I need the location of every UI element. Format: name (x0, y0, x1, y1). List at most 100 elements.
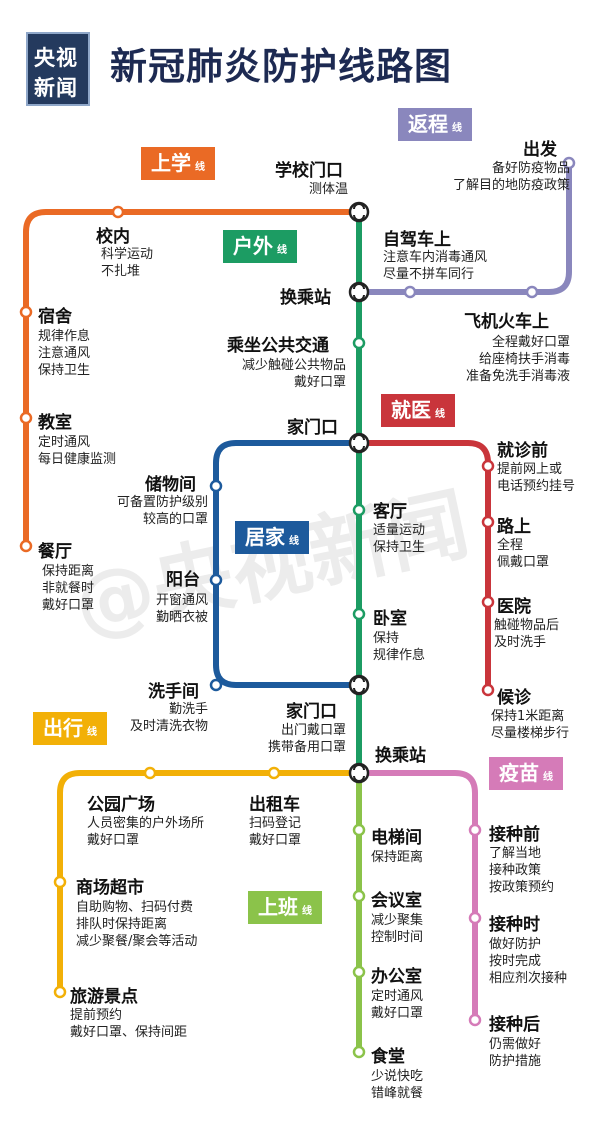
station-campus-desc-1: 不扎堆 (101, 264, 141, 279)
station-vac-during-desc-2: 相应剂次接种 (489, 971, 568, 986)
station-transfer2: 换乘站 (375, 746, 426, 766)
station-balcony-desc-1: 勤晒衣被 (155, 610, 208, 625)
badge-outdoor-label: 户外 (233, 234, 273, 258)
station-cafeteria-desc-1: 错峰就餐 (371, 1086, 424, 1101)
station-office-desc-1: 戴好口罩 (371, 1006, 424, 1021)
station-plane-train-desc-2: 准备免洗手消毒液 (465, 369, 570, 384)
station-mall-desc-0: 自助购物、扫码付费 (76, 900, 194, 915)
station-park-desc-0: 人员密集的户外场所 (87, 816, 205, 831)
station-depart: 出发 (523, 140, 557, 160)
badge-home-label: 居家 (245, 525, 285, 549)
station-vac-after: 接种后 (489, 1015, 540, 1035)
station-campus: 校内 (96, 227, 130, 247)
station-scenic-desc-1: 戴好口罩、保持间距 (70, 1025, 188, 1040)
station-canteen-desc-0: 保持距离 (42, 564, 95, 579)
station-vac-during-desc-1: 按时完成 (489, 954, 542, 969)
station-hospital-desc-0: 触碰物品后 (494, 618, 560, 633)
station-bedroom-desc-1: 规律作息 (373, 648, 426, 663)
station-scenic: 旅游景点 (70, 987, 138, 1007)
badge-vaccine-label: 疫苗 (499, 761, 539, 785)
station-bathroom-desc-1: 及时清洗衣物 (129, 719, 208, 734)
station-storage-desc-1: 较高的口罩 (142, 512, 208, 527)
station-vac-before: 接种前 (489, 825, 540, 845)
station-dot-vac-before (468, 823, 482, 837)
station-hospital-desc-1: 及时洗手 (494, 635, 547, 650)
station-transit-desc-0: 减少触碰公共物品 (241, 358, 346, 373)
station-taxi: 出租车 (249, 795, 300, 815)
station-dot-office (352, 965, 366, 979)
station-living: 客厅 (373, 502, 407, 522)
station-campus-desc-0: 科学运动 (101, 247, 154, 262)
badge-vaccine-line: 疫苗线 (489, 757, 563, 790)
station-elevator-desc-0: 保持距离 (371, 850, 424, 865)
station-mall-desc-1: 排队时保持距离 (76, 917, 168, 932)
station-dot-dorm (19, 305, 33, 319)
station-transfer1: 换乘站 (280, 288, 331, 308)
station-dot-plane (525, 285, 539, 299)
station-on-road: 路上 (497, 517, 531, 537)
station-mall: 商场超市 (76, 878, 144, 898)
station-dot-campus (111, 205, 125, 219)
station-vac-before-desc-2: 按政策预约 (489, 880, 555, 895)
station-home-door2-desc-0: 出门戴口罩 (280, 723, 346, 738)
station-home-door2-desc-1: 携带备用口罩 (267, 740, 346, 755)
logo-line2: 新闻 (34, 76, 78, 100)
travel-line (57, 770, 362, 995)
page-title: 新冠肺炎防护线路图 (110, 45, 452, 88)
station-taxi-desc-0: 扫码登记 (249, 816, 302, 831)
station-canteen: 餐厅 (38, 542, 72, 562)
station-dot-elevator (352, 823, 366, 837)
station-park: 公园广场 (87, 795, 155, 815)
station-cafeteria: 食堂 (371, 1047, 405, 1067)
station-vac-after-desc-0: 仍需做好 (489, 1037, 542, 1052)
station-bedroom: 卧室 (373, 609, 407, 629)
station-on-road-desc-1: 佩戴口罩 (497, 555, 550, 570)
station-self-drive-desc-1: 尽量不拼车同行 (383, 267, 475, 282)
station-dot-vac-after (468, 1013, 482, 1027)
station-dot-road (481, 515, 495, 529)
station-dot-meeting (352, 889, 366, 903)
station-bedroom-desc-0: 保持 (373, 631, 400, 646)
transfer-icon-transfer2 (348, 762, 370, 784)
station-plane-train-desc-1: 给座椅扶手消毒 (478, 352, 570, 367)
station-dot-canteen (19, 539, 33, 553)
badge-medical-line: 就医线 (381, 394, 455, 427)
station-waiting-desc-1: 尽量楼梯步行 (491, 726, 570, 741)
station-bathroom: 洗手间 (148, 682, 199, 702)
badge-school-suffix: 线 (195, 162, 205, 173)
transfer-icon-school-gate (348, 201, 370, 223)
station-bathroom-desc-0: 勤洗手 (168, 702, 208, 717)
badge-work-label: 上班 (258, 895, 298, 919)
station-meeting-desc-1: 控制时间 (371, 930, 424, 945)
station-dot-park (143, 766, 157, 780)
station-office-desc-0: 定时通风 (371, 989, 424, 1004)
station-classroom-desc-1: 每日健康监测 (38, 452, 117, 467)
station-dot-scenic (53, 985, 67, 999)
badge-school-label: 上学 (151, 151, 191, 175)
station-dot-classroom (19, 411, 33, 425)
badge-vaccine-suffix: 线 (543, 772, 553, 783)
home-line (213, 440, 362, 688)
badge-outdoor-line: 户外线 (223, 230, 297, 263)
station-plane-train-desc-0: 全程戴好口罩 (491, 335, 570, 350)
station-scenic-desc-0: 提前预约 (70, 1008, 123, 1023)
station-self-drive: 自驾车上 (383, 230, 451, 250)
station-meeting: 会议室 (371, 891, 422, 911)
station-transit-desc-1: 戴好口罩 (293, 375, 346, 390)
station-dot-storage (209, 479, 223, 493)
badge-return-suffix: 线 (452, 123, 462, 134)
badge-medical-suffix: 线 (435, 409, 445, 420)
badge-work-line: 上班线 (248, 891, 322, 924)
station-dot-hospital (481, 595, 495, 609)
station-waiting: 候诊 (497, 688, 531, 708)
station-dot-visit (481, 459, 495, 473)
station-balcony: 阳台 (166, 570, 200, 590)
badge-travel-line: 出行线 (33, 712, 107, 745)
station-living-desc-1: 保持卫生 (373, 540, 426, 555)
station-dot-waiting (481, 683, 495, 697)
station-hospital: 医院 (497, 597, 531, 617)
station-mall-desc-2: 减少聚餐/聚会等活动 (76, 934, 198, 949)
station-classroom-desc-0: 定时通风 (38, 435, 91, 450)
station-dot-balcony (209, 573, 223, 587)
